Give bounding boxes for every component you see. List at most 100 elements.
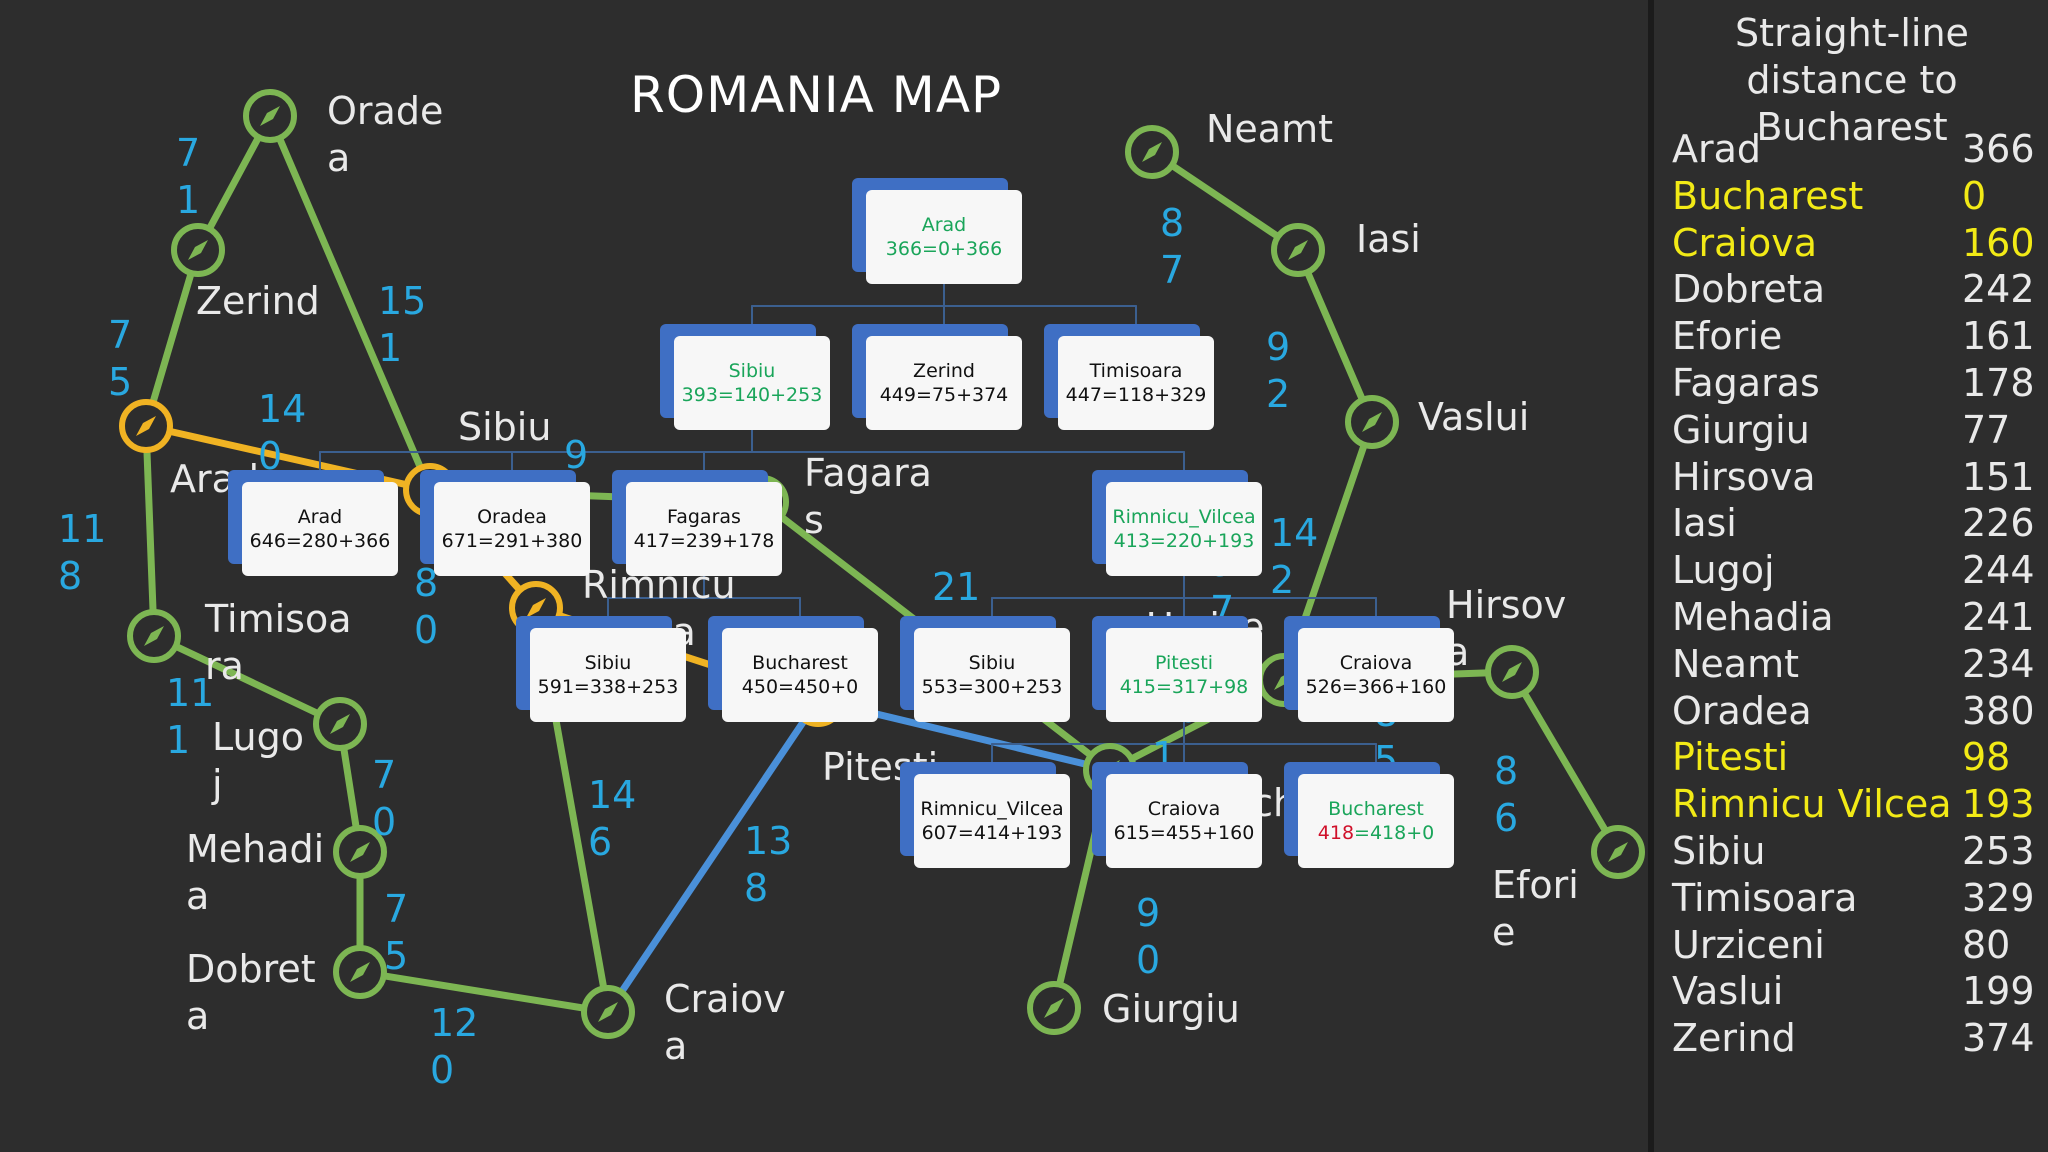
road-iasi-neamt [1148, 148, 1302, 254]
heuristic-row-name: Mehadia [1672, 595, 1834, 639]
road-dobreta-craiova [356, 968, 612, 1016]
city-marker-iasi[interactable] [1271, 223, 1325, 277]
tree-node[interactable]: Timisoara 447=118+329 [1058, 336, 1214, 430]
node-city: Bucharest [752, 652, 848, 674]
road-hirsova-eforie [1508, 668, 1622, 856]
city-marker-craiova[interactable] [581, 985, 635, 1039]
city-label-vaslui: Vaslui [1418, 395, 1530, 439]
heuristic-row-name: Hirsova [1672, 454, 1816, 499]
distance-label: 8 7 [1160, 201, 1185, 292]
city-marker-hirsova[interactable] [1485, 645, 1539, 699]
road-oradea-sibiu [266, 112, 434, 494]
city-marker-vaslui[interactable] [1345, 395, 1399, 449]
tree-node[interactable]: Oradea 671=291+380 [434, 482, 590, 576]
path-arad-sibiu [142, 422, 434, 494]
tree-node[interactable]: Arad 366=0+366 [866, 190, 1022, 284]
node-city: Arad [297, 506, 343, 528]
heuristic-row-value: 366 [1962, 127, 2035, 171]
city-marker-oradea[interactable] [243, 89, 297, 143]
tree-node[interactable]: Sibiu 393=140+253 [674, 336, 830, 430]
node-score: 591=338+253 [537, 676, 679, 698]
city-label-sibiu: Sibiu [458, 405, 552, 449]
node-score-total: 418 [1317, 822, 1355, 844]
node-city: Craiova [1339, 652, 1413, 674]
tree-node[interactable]: Craiova 615=455+160 [1106, 774, 1262, 868]
city-marker-dobreta[interactable] [333, 945, 387, 999]
city-label-fagaras: Fagara s [804, 451, 932, 542]
city-marker-lugoj[interactable] [313, 697, 367, 751]
heuristic-row-name: Craiova [1672, 220, 1818, 265]
heuristic-row-value: 253 [1962, 829, 2035, 873]
node-city: Sibiu [584, 652, 632, 674]
distance-label: 7 1 [176, 131, 201, 222]
heuristic-row-value: 242 [1962, 267, 2035, 312]
city-label-oradea: Orade a [327, 89, 444, 180]
heuristic-row-value: 226 [1962, 501, 2035, 546]
node-city: Craiova [1147, 798, 1221, 820]
heuristic-row-value: 380 [1962, 688, 2035, 733]
heuristic-row-value: 374 [1962, 1016, 2035, 1061]
heuristic-row-name: Vaslui [1672, 969, 1784, 1014]
heuristic-row-name: Sibiu [1672, 829, 1766, 873]
road-vaslui-iasi [1294, 246, 1376, 426]
city-label-timisoara: Timisoa ra [205, 597, 352, 688]
road-bucharest-giurgiu [1050, 766, 1114, 1012]
city-marker-arad[interactable] [119, 399, 173, 453]
distance-label: 8 0 [414, 561, 439, 652]
node-city: Rimnicu_Vilcea [920, 798, 1064, 820]
heuristic-row-value: 241 [1962, 595, 2035, 639]
city-marker-mehadia[interactable] [333, 825, 387, 879]
city-marker-giurgiu[interactable] [1027, 981, 1081, 1035]
heuristic-row-name: Dobreta [1672, 267, 1825, 312]
heuristic-title: Straight-line distance to Bucharest [1735, 11, 1969, 149]
node-city: Pitesti [1154, 652, 1214, 674]
tree-node[interactable]: Craiova 526=366+160 [1298, 628, 1454, 722]
distance-label: 8 6 [1494, 749, 1519, 840]
heuristic-row-name: Giurgiu [1672, 407, 1810, 452]
node-score: 607=414+193 [921, 822, 1063, 844]
tree-node[interactable]: Bucharest 450=450+0 [722, 628, 878, 722]
city-marker-zerind[interactable] [171, 223, 225, 277]
heuristic-row-value: 329 [1962, 875, 2035, 920]
heuristic-panel: Straight-line distance to Bucharest Arad… [1654, 0, 2048, 1152]
heuristic-row-value: 98 [1962, 735, 2011, 780]
node-score: 418=418+0 [1318, 821, 1434, 845]
tree-node[interactable]: Rimnicu_Vilcea 413=220+193 [1106, 482, 1262, 576]
node-score: 526=366+160 [1305, 676, 1447, 698]
node-score: 615=455+160 [1113, 822, 1255, 844]
city-label-zerind: Zerind [196, 279, 320, 323]
road-arad-timisoara [142, 422, 158, 640]
heuristic-row-value: 151 [1962, 454, 2035, 499]
tree-node[interactable]: Zerind 449=75+374 [866, 336, 1022, 430]
city-marker-eforie[interactable] [1591, 825, 1645, 879]
tree-node[interactable]: Arad 646=280+366 [242, 482, 398, 576]
node-score: 417=239+178 [633, 530, 775, 552]
city-marker-timisoara[interactable] [127, 609, 181, 663]
heuristic-row-name: Iasi [1672, 501, 1737, 546]
tree-node[interactable]: Pitesti 415=317+98 [1106, 628, 1262, 722]
heuristic-row-value: 244 [1962, 548, 2035, 593]
node-score-rest: =418+0 [1354, 822, 1435, 844]
tree-node[interactable]: Bucharest 418=418+0 [1298, 774, 1454, 868]
distance-label: 14 2 [1270, 511, 1319, 602]
heuristic-row-value: 0 [1962, 173, 1987, 218]
city-marker-rimnicu[interactable] [509, 581, 563, 635]
node-score: 646=280+366 [249, 530, 391, 552]
tree-node[interactable]: Fagaras 417=239+178 [626, 482, 782, 576]
city-label-craiova: Craiov a [664, 977, 786, 1068]
city-label-lugoj: Lugo j [212, 715, 304, 806]
node-city: Sibiu [728, 360, 776, 382]
city-marker-neamt[interactable] [1125, 125, 1179, 179]
tree-node[interactable]: Sibiu 591=338+253 [530, 628, 686, 722]
heuristic-row-value: 178 [1962, 361, 2035, 405]
heuristic-row-name: Oradea [1672, 688, 1812, 733]
node-city: Timisoara [1089, 360, 1183, 382]
heuristic-row-value: 160 [1962, 220, 2035, 265]
node-city: Zerind [913, 360, 975, 382]
tree-node[interactable]: Sibiu 553=300+253 [914, 628, 1070, 722]
node-score: 553=300+253 [921, 676, 1063, 698]
node-city: Fagaras [667, 506, 741, 528]
map-slide: ROMANIA MAP Orade a Zerind Arad Timisoa … [0, 0, 1648, 1152]
heuristic-row-name: Eforie [1672, 314, 1783, 359]
tree-node[interactable]: Rimnicu_Vilcea 607=414+193 [914, 774, 1070, 868]
